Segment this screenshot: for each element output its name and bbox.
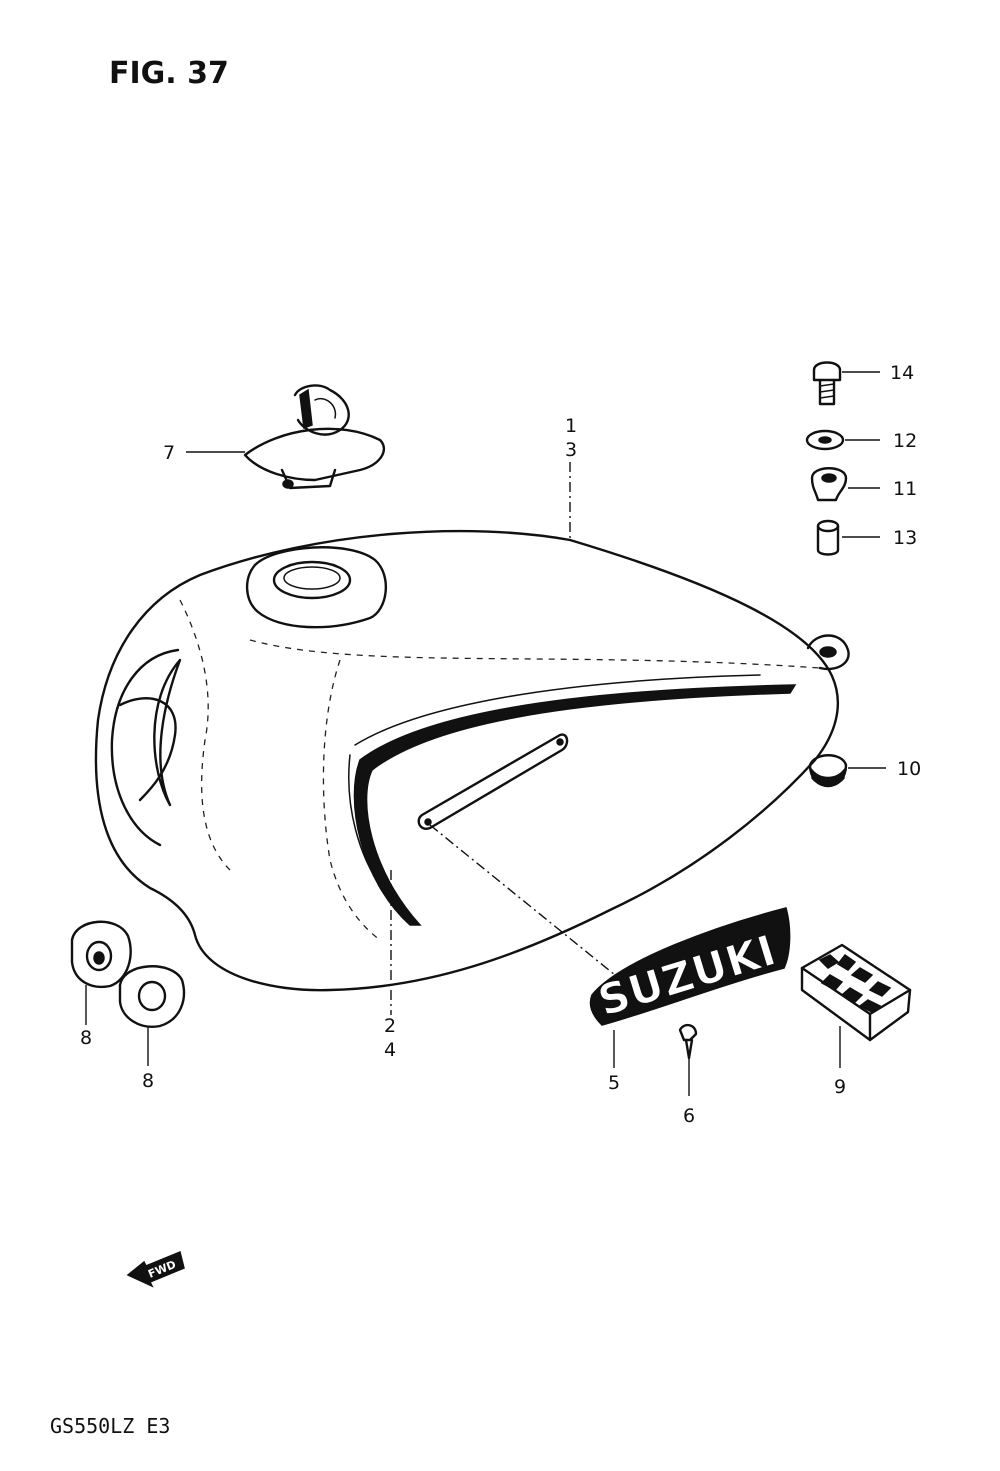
callout-14: 14 (890, 362, 914, 384)
callout-12: 12 (893, 430, 917, 452)
callout-8b: 8 (142, 1070, 154, 1092)
cushion-8-a (70, 920, 132, 989)
fuel-tank (94, 529, 850, 992)
cushion-8-b (118, 965, 186, 1028)
callout-5: 5 (608, 1072, 620, 1094)
callout-1: 1 (565, 415, 577, 437)
callout-6: 6 (683, 1105, 695, 1127)
cushion-block (800, 943, 912, 1042)
collar (816, 519, 840, 556)
cushion (810, 467, 848, 502)
model-code: GS550LZ E3 (50, 1414, 170, 1438)
suzuki-emblem: SUZUKI (589, 907, 791, 1026)
bolt (812, 361, 842, 406)
callout-8a: 8 (80, 1027, 92, 1049)
callout-11: 11 (893, 478, 917, 500)
callout-4: 4 (384, 1039, 396, 1061)
callout-3: 3 (565, 439, 577, 461)
callout-9: 9 (834, 1076, 846, 1098)
screw (678, 1023, 698, 1060)
callout-10: 10 (897, 758, 921, 780)
cushion-rubber (808, 754, 848, 788)
figure-title: FIG. 37 (109, 56, 229, 91)
forward-arrow-icon: FWD (126, 1250, 185, 1288)
leader-emblem (429, 824, 616, 976)
callout-13: 13 (893, 527, 917, 549)
callout-2: 2 (384, 1015, 396, 1037)
callout-7: 7 (163, 442, 175, 464)
washer (805, 429, 845, 451)
fuel-cap (243, 384, 386, 490)
